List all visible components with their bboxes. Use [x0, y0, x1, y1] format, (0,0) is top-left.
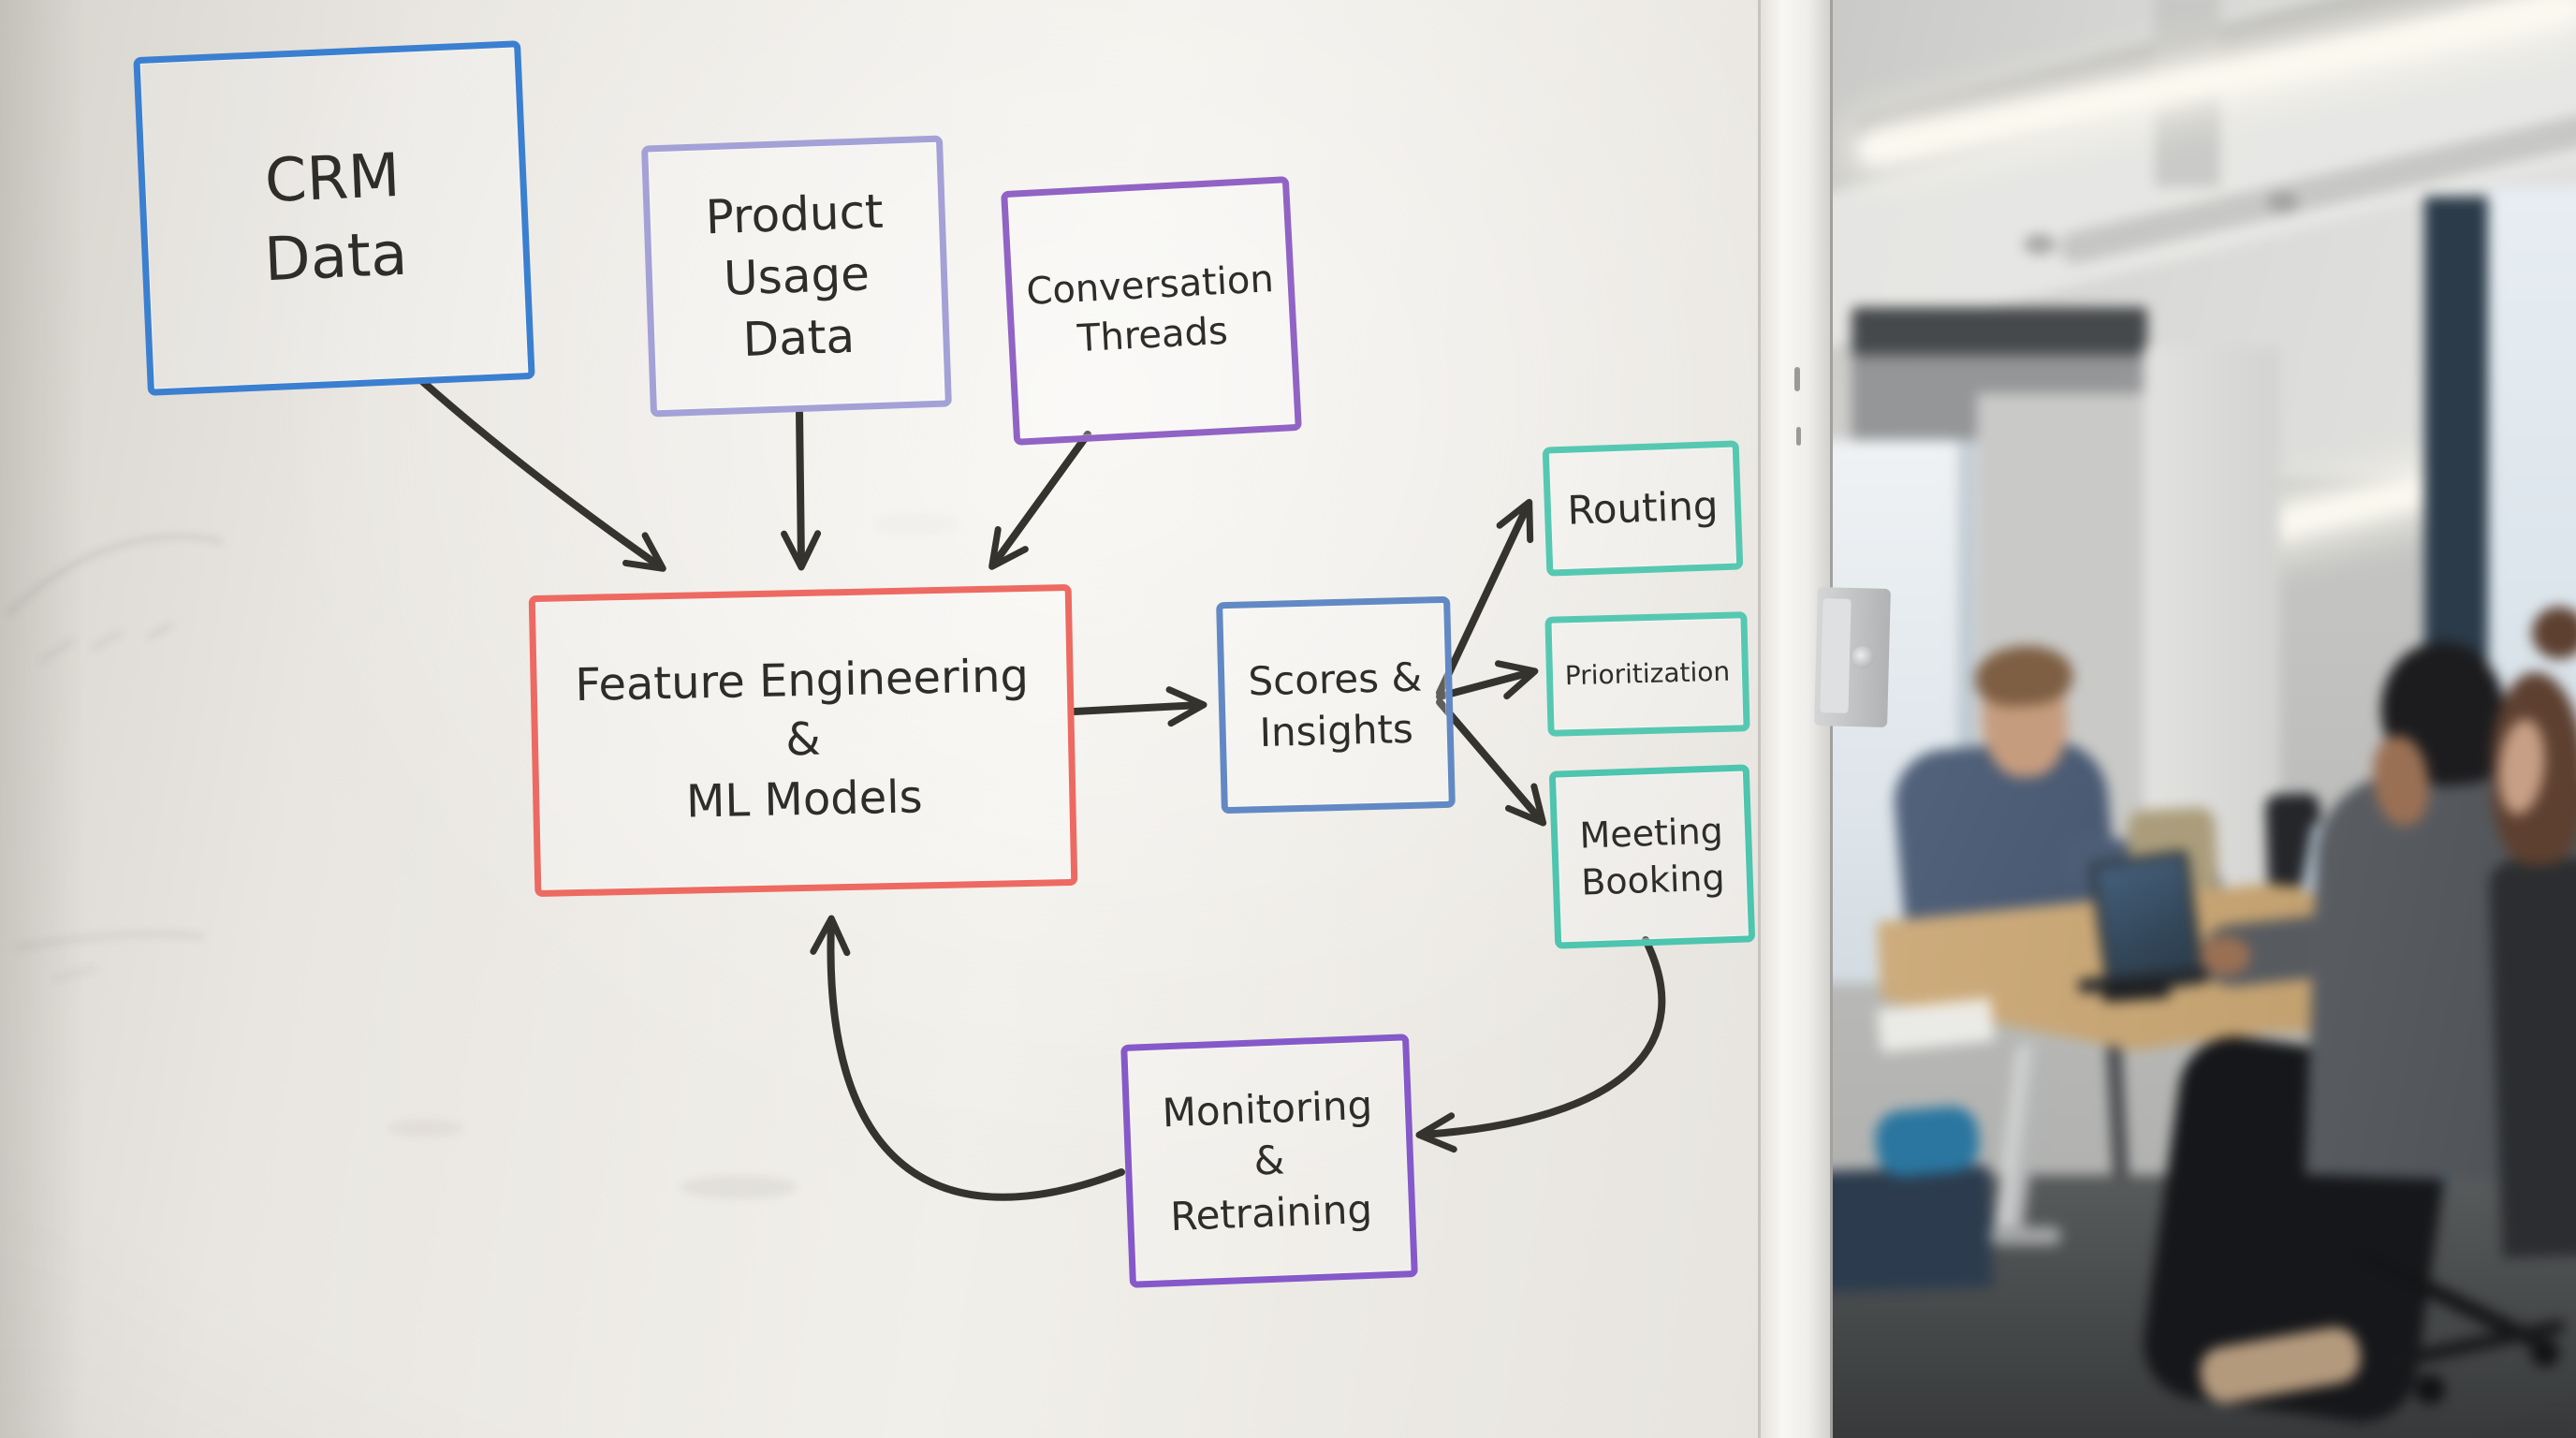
ceiling-spotlight — [2267, 192, 2299, 213]
chair-caster — [2531, 1339, 2559, 1367]
node-routing: Routing — [1542, 440, 1744, 577]
node-conversation-threads: Conversation Threads — [1001, 176, 1302, 446]
table-leg-foot — [1990, 1226, 2061, 1245]
office-blur-layer — [1827, 0, 2576, 1438]
frame-notch — [1794, 367, 1800, 391]
node-feature-engineering-ml-models: Feature Engineering & ML Models — [528, 583, 1078, 898]
chair-caster — [2415, 1374, 2445, 1404]
node-scores-insights: Scores & Insights — [1216, 595, 1456, 814]
node-crm-data: CRM Data — [133, 40, 535, 396]
office-background — [1827, 0, 2576, 1438]
node-prioritization: Prioritization — [1544, 611, 1750, 737]
window-shade — [1852, 307, 2147, 361]
frame-notch — [1796, 427, 1801, 446]
node-meeting-booking: Meeting Booking — [1548, 764, 1756, 949]
person-hair-bun — [2532, 607, 2576, 659]
person-hand — [2200, 936, 2250, 976]
node-product-usage-data: Product Usage Data — [641, 135, 952, 418]
ceiling-spotlight — [2024, 234, 2056, 255]
node-monitoring-retraining: Monitoring & Retraining — [1120, 1034, 1418, 1288]
